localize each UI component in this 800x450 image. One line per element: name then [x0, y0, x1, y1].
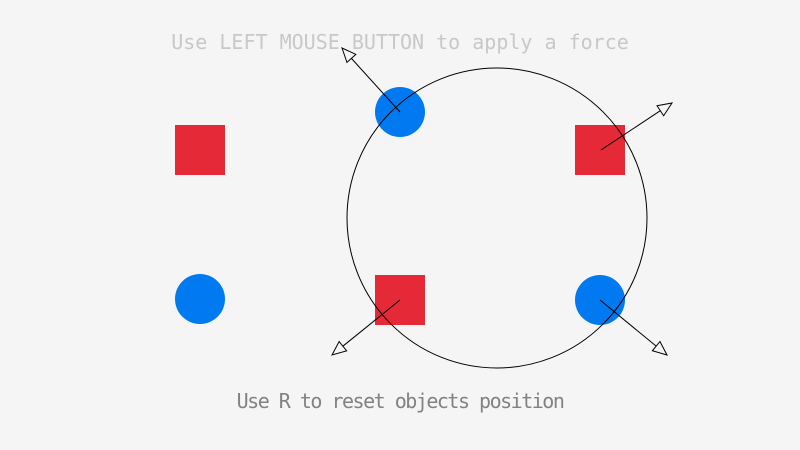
force-arrowhead-icon: [341, 47, 357, 64]
force-arrow-bottom-left: [331, 299, 401, 356]
hint-reset: Use R to reset objects position: [236, 389, 565, 413]
red-square-right[interactable]: [575, 125, 625, 175]
force-arrow-line: [342, 299, 401, 347]
force-arrow-line: [599, 299, 657, 347]
force-arrowhead-icon: [331, 340, 348, 356]
force-arrow-top-left: [341, 47, 401, 113]
red-square-left[interactable]: [175, 125, 225, 175]
force-arrow-bottom-right: [599, 299, 668, 356]
force-arrow-top-right: [600, 102, 674, 151]
force-arrow-line: [351, 58, 401, 113]
force-arrowhead-icon: [656, 102, 674, 117]
boundary-circle: [346, 67, 648, 369]
hint-apply-force: Use LEFT MOUSE BUTTON to apply a force: [171, 30, 629, 54]
force-arrow-line: [600, 110, 661, 151]
force-arrowhead-icon: [651, 340, 668, 356]
blue-circle-left[interactable]: [175, 274, 225, 324]
